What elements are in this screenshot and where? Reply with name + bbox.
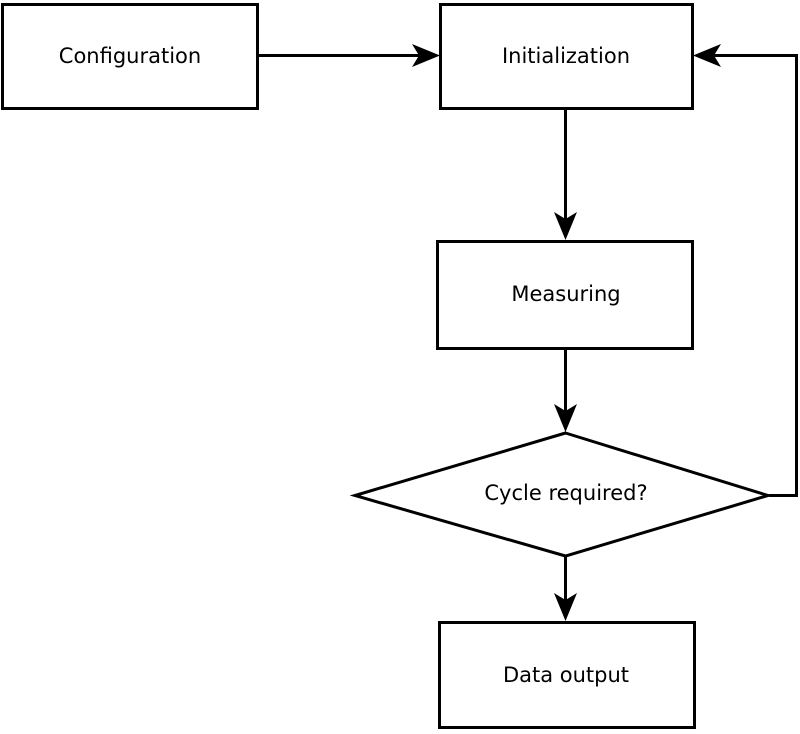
node-configuration-shape[interactable] — [1, 3, 259, 110]
node-initialization-label: Initialization — [502, 44, 630, 68]
edge-cycle-data-output-arrowhead — [554, 593, 577, 621]
node-measuring[interactable]: Measuring — [436, 240, 694, 350]
node-data-output[interactable]: Data output — [438, 621, 696, 729]
node-data-output-label: Data output — [503, 663, 629, 687]
edge-configuration-initialization — [259, 44, 440, 67]
node-configuration[interactable]: Configuration — [1, 3, 259, 110]
node-configuration-label: Configuration — [59, 44, 201, 68]
edge-cycle-data-output — [554, 557, 577, 621]
node-cycle-required-shape[interactable] — [349, 431, 774, 558]
node-initialization-shape[interactable] — [439, 3, 694, 110]
node-initialization[interactable]: Initialization — [439, 3, 694, 110]
edge-measuring-cycle-arrowhead — [554, 404, 577, 432]
edge-cycle-initialization-loop-line — [705, 54, 798, 497]
edge-cycle-initialization-loop — [693, 44, 798, 497]
edge-initialization-measuring — [554, 110, 577, 240]
node-data-output-shape[interactable] — [438, 621, 696, 729]
node-measuring-label: Measuring — [511, 282, 620, 306]
edge-configuration-initialization-arrowhead — [412, 44, 440, 67]
edge-initialization-measuring-arrowhead — [554, 212, 577, 240]
node-cycle-required[interactable]: Cycle required? — [349, 431, 774, 558]
node-cycle-required-label: Cycle required? — [484, 481, 647, 505]
node-measuring-shape[interactable] — [436, 240, 694, 350]
edge-measuring-cycle — [554, 350, 577, 432]
edge-cycle-initialization-loop-arrowhead — [693, 44, 721, 67]
